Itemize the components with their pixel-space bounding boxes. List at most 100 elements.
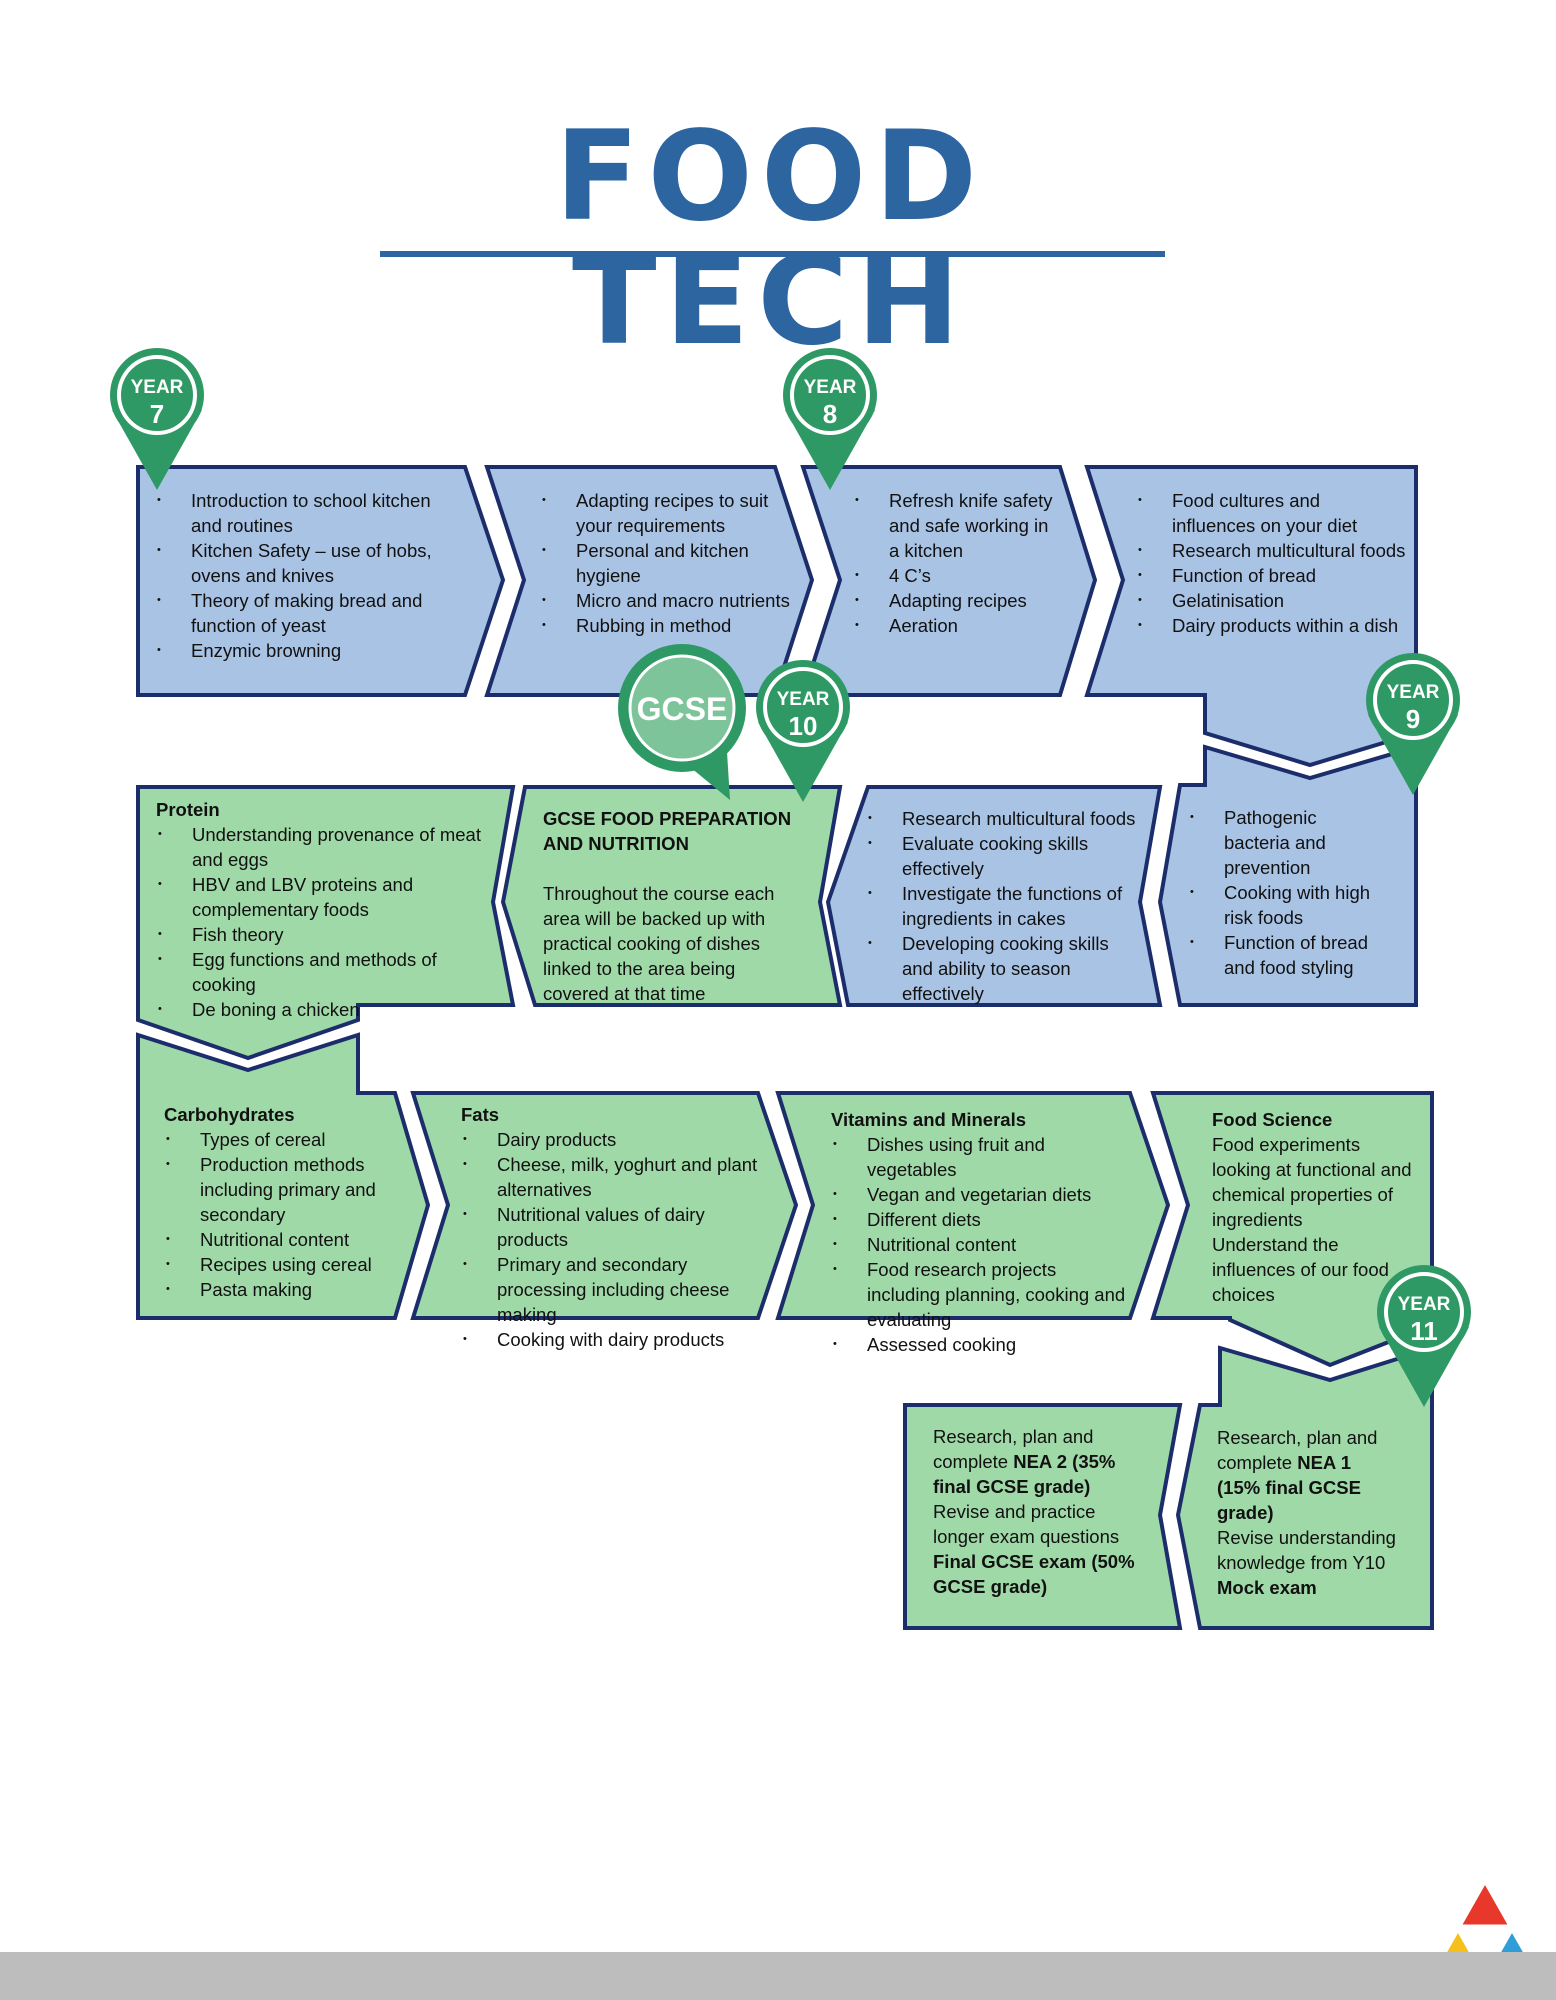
year-9-pin: YEAR 9 — [1366, 653, 1460, 795]
year-7-list-1: Introduction to school kitchen and routi… — [155, 488, 465, 663]
year-7-pin-number: 7 — [150, 399, 164, 429]
y10-gcse-box-shape — [500, 785, 843, 1007]
list-item: Pasta making — [166, 1277, 394, 1302]
carbohydrates-box: Carbohydrates Types of cereal Production… — [164, 1102, 394, 1302]
list-item: Cheese, milk, yoghurt and plant alternat… — [463, 1152, 766, 1202]
nea-2-text: Research, plan and complete NEA 2 (35% f… — [933, 1424, 1138, 1499]
year-9-box-1: Pathogenic bacteria and prevention Cooki… — [1188, 805, 1378, 980]
list-item: Micro and macro nutrients — [542, 588, 790, 613]
list-item: HBV and LBV proteins and complementary f… — [158, 872, 496, 922]
page-title: FOOD TECH — [554, 105, 986, 373]
year-10-pin: YEAR 10 — [756, 660, 850, 802]
list-item: Dairy products — [463, 1127, 766, 1152]
list-item: Rubbing in method — [542, 613, 790, 638]
gcse-intro-box: GCSE FOOD PREPARATION AND NUTRITION Thro… — [543, 806, 805, 1006]
y11-nea1-box-shape — [1175, 1345, 1434, 1630]
y11-nea2-box-shape — [903, 1403, 1183, 1630]
list-item: Different diets — [833, 1207, 1131, 1232]
protein-box: Protein Understanding provenance of meat… — [156, 797, 496, 1022]
food-science-box: Food Science Food experiments looking at… — [1212, 1107, 1422, 1307]
nea-2-final: Final GCSE exam (50% GCSE grade) — [933, 1551, 1135, 1597]
list-item: Cooking with high risk foods — [1190, 880, 1378, 930]
vitamins-minerals-heading: Vitamins and Minerals — [831, 1109, 1026, 1130]
fats-heading: Fats — [461, 1104, 500, 1125]
food-science-text-1: Food experiments looking at functional a… — [1212, 1134, 1412, 1230]
year-8-list-2: Food cultures and influences on your die… — [1136, 488, 1406, 638]
list-item: Primary and secondary processing includi… — [463, 1252, 766, 1327]
year-11-pin-top: YEAR — [1398, 1294, 1451, 1315]
year-10-pin-top: YEAR — [777, 689, 830, 710]
year-8-pin-number: 8 — [823, 399, 837, 429]
list-item: Personal and kitchen hygiene — [542, 538, 790, 588]
list-item: Gelatinisation — [1138, 588, 1406, 613]
vitamins-minerals-list: Dishes using fruit and vegetables Vegan … — [831, 1132, 1131, 1357]
fats-list: Dairy products Cheese, milk, yoghurt and… — [461, 1127, 766, 1352]
year-11-pin: YEAR 11 — [1377, 1265, 1471, 1407]
carbohydrates-list: Types of cereal Production methods inclu… — [164, 1127, 394, 1302]
nea-1-text-b: NEA 1 (15% final GCSE grade) — [1217, 1452, 1361, 1523]
list-item: 4 C’s — [855, 563, 1053, 588]
list-item: Aeration — [855, 613, 1053, 638]
year-10-pin-number: 10 — [789, 711, 818, 741]
nea-1-revise: Revise understanding knowledge from Y10 — [1217, 1527, 1396, 1573]
year-7-pin: YEAR 7 — [110, 348, 204, 490]
list-item: Theory of making bread and function of y… — [157, 588, 465, 638]
list-item: Developing cooking skills and ability to… — [868, 931, 1136, 1006]
list-item: Cooking with dairy products — [463, 1327, 766, 1352]
y10-science-box-shape — [1150, 1091, 1434, 1368]
gcse-pin: GCSE — [618, 644, 746, 800]
nea-1-text: Research, plan and complete NEA 1 (15% f… — [1217, 1425, 1397, 1525]
vitamins-minerals-box: Vitamins and Minerals Dishes using fruit… — [831, 1107, 1131, 1357]
list-item: Recipes using cereal — [166, 1252, 394, 1277]
protein-heading: Protein — [156, 799, 220, 820]
year-9-pin-top: YEAR — [1387, 682, 1440, 703]
list-item: Dairy products within a dish — [1138, 613, 1406, 638]
nea-2-text-b: NEA 2 (35% final GCSE grade) — [933, 1451, 1116, 1497]
footer-bar — [0, 1952, 1556, 2000]
list-item: Investigate the functions of ingredients… — [868, 881, 1136, 931]
nea-2-text-a: Research, plan and complete — [933, 1426, 1094, 1472]
list-item: Adapting recipes — [855, 588, 1053, 613]
gcse-pin-label: GCSE — [637, 691, 728, 727]
list-item: Types of cereal — [166, 1127, 394, 1152]
year-8-box-2: Food cultures and influences on your die… — [1136, 488, 1406, 638]
list-item: Understanding provenance of meat and egg… — [158, 822, 496, 872]
protein-list: Understanding provenance of meat and egg… — [156, 822, 496, 1022]
year-8-list-1: Refresh knife safety and safe working in… — [853, 488, 1053, 638]
title-underline — [380, 251, 1165, 257]
year-7-list-2: Adapting recipes to suit your requiremen… — [540, 488, 790, 638]
fats-box: Fats Dairy products Cheese, milk, yoghur… — [461, 1102, 766, 1352]
list-item: Introduction to school kitchen and routi… — [157, 488, 465, 538]
year-11-pin-number: 11 — [1410, 1316, 1438, 1346]
list-item: Enzymic browning — [157, 638, 465, 663]
year-9-list-1: Pathogenic bacteria and prevention Cooki… — [1188, 805, 1378, 980]
gcse-heading: GCSE FOOD PREPARATION AND NUTRITION — [543, 808, 792, 854]
list-item: Nutritional values of dairy products — [463, 1202, 766, 1252]
list-item: Assessed cooking — [833, 1332, 1131, 1357]
list-item: Function of bread and food styling — [1190, 930, 1378, 980]
list-item: Production methods including primary and… — [166, 1152, 394, 1227]
list-item: De boning a chicken — [158, 997, 496, 1022]
year-8-box-1: Refresh knife safety and safe working in… — [853, 488, 1053, 638]
list-item: Food cultures and influences on your die… — [1138, 488, 1406, 538]
list-item: Refresh knife safety and safe working in… — [855, 488, 1053, 563]
nea-1-mock: Mock exam — [1217, 1577, 1317, 1598]
list-item: Pathogenic bacteria and prevention — [1190, 805, 1378, 880]
year-7-pin-top: YEAR — [131, 377, 184, 398]
year-8-pin-top: YEAR — [804, 377, 857, 398]
nea-2-revise: Revise and practice longer exam question… — [933, 1501, 1120, 1547]
list-item: Adapting recipes to suit your requiremen… — [542, 488, 790, 538]
year-7-box-2: Adapting recipes to suit your requiremen… — [540, 488, 790, 638]
year-9-pin-number: 9 — [1406, 704, 1420, 734]
gcse-description: Throughout the course each area will be … — [543, 883, 775, 1004]
list-item: Nutritional content — [833, 1232, 1131, 1257]
year-9-list-2: Research multicultural foods Evaluate co… — [866, 806, 1136, 1006]
list-item: Function of bread — [1138, 563, 1406, 588]
nea-1-box: Research, plan and complete NEA 1 (15% f… — [1217, 1425, 1397, 1600]
list-item: Fish theory — [158, 922, 496, 947]
list-item: Research multicultural foods — [868, 806, 1136, 831]
food-science-text-2: Understand the influences of our food ch… — [1212, 1234, 1389, 1305]
list-item: Food research projects including plannin… — [833, 1257, 1131, 1332]
carbohydrates-heading: Carbohydrates — [164, 1104, 295, 1125]
